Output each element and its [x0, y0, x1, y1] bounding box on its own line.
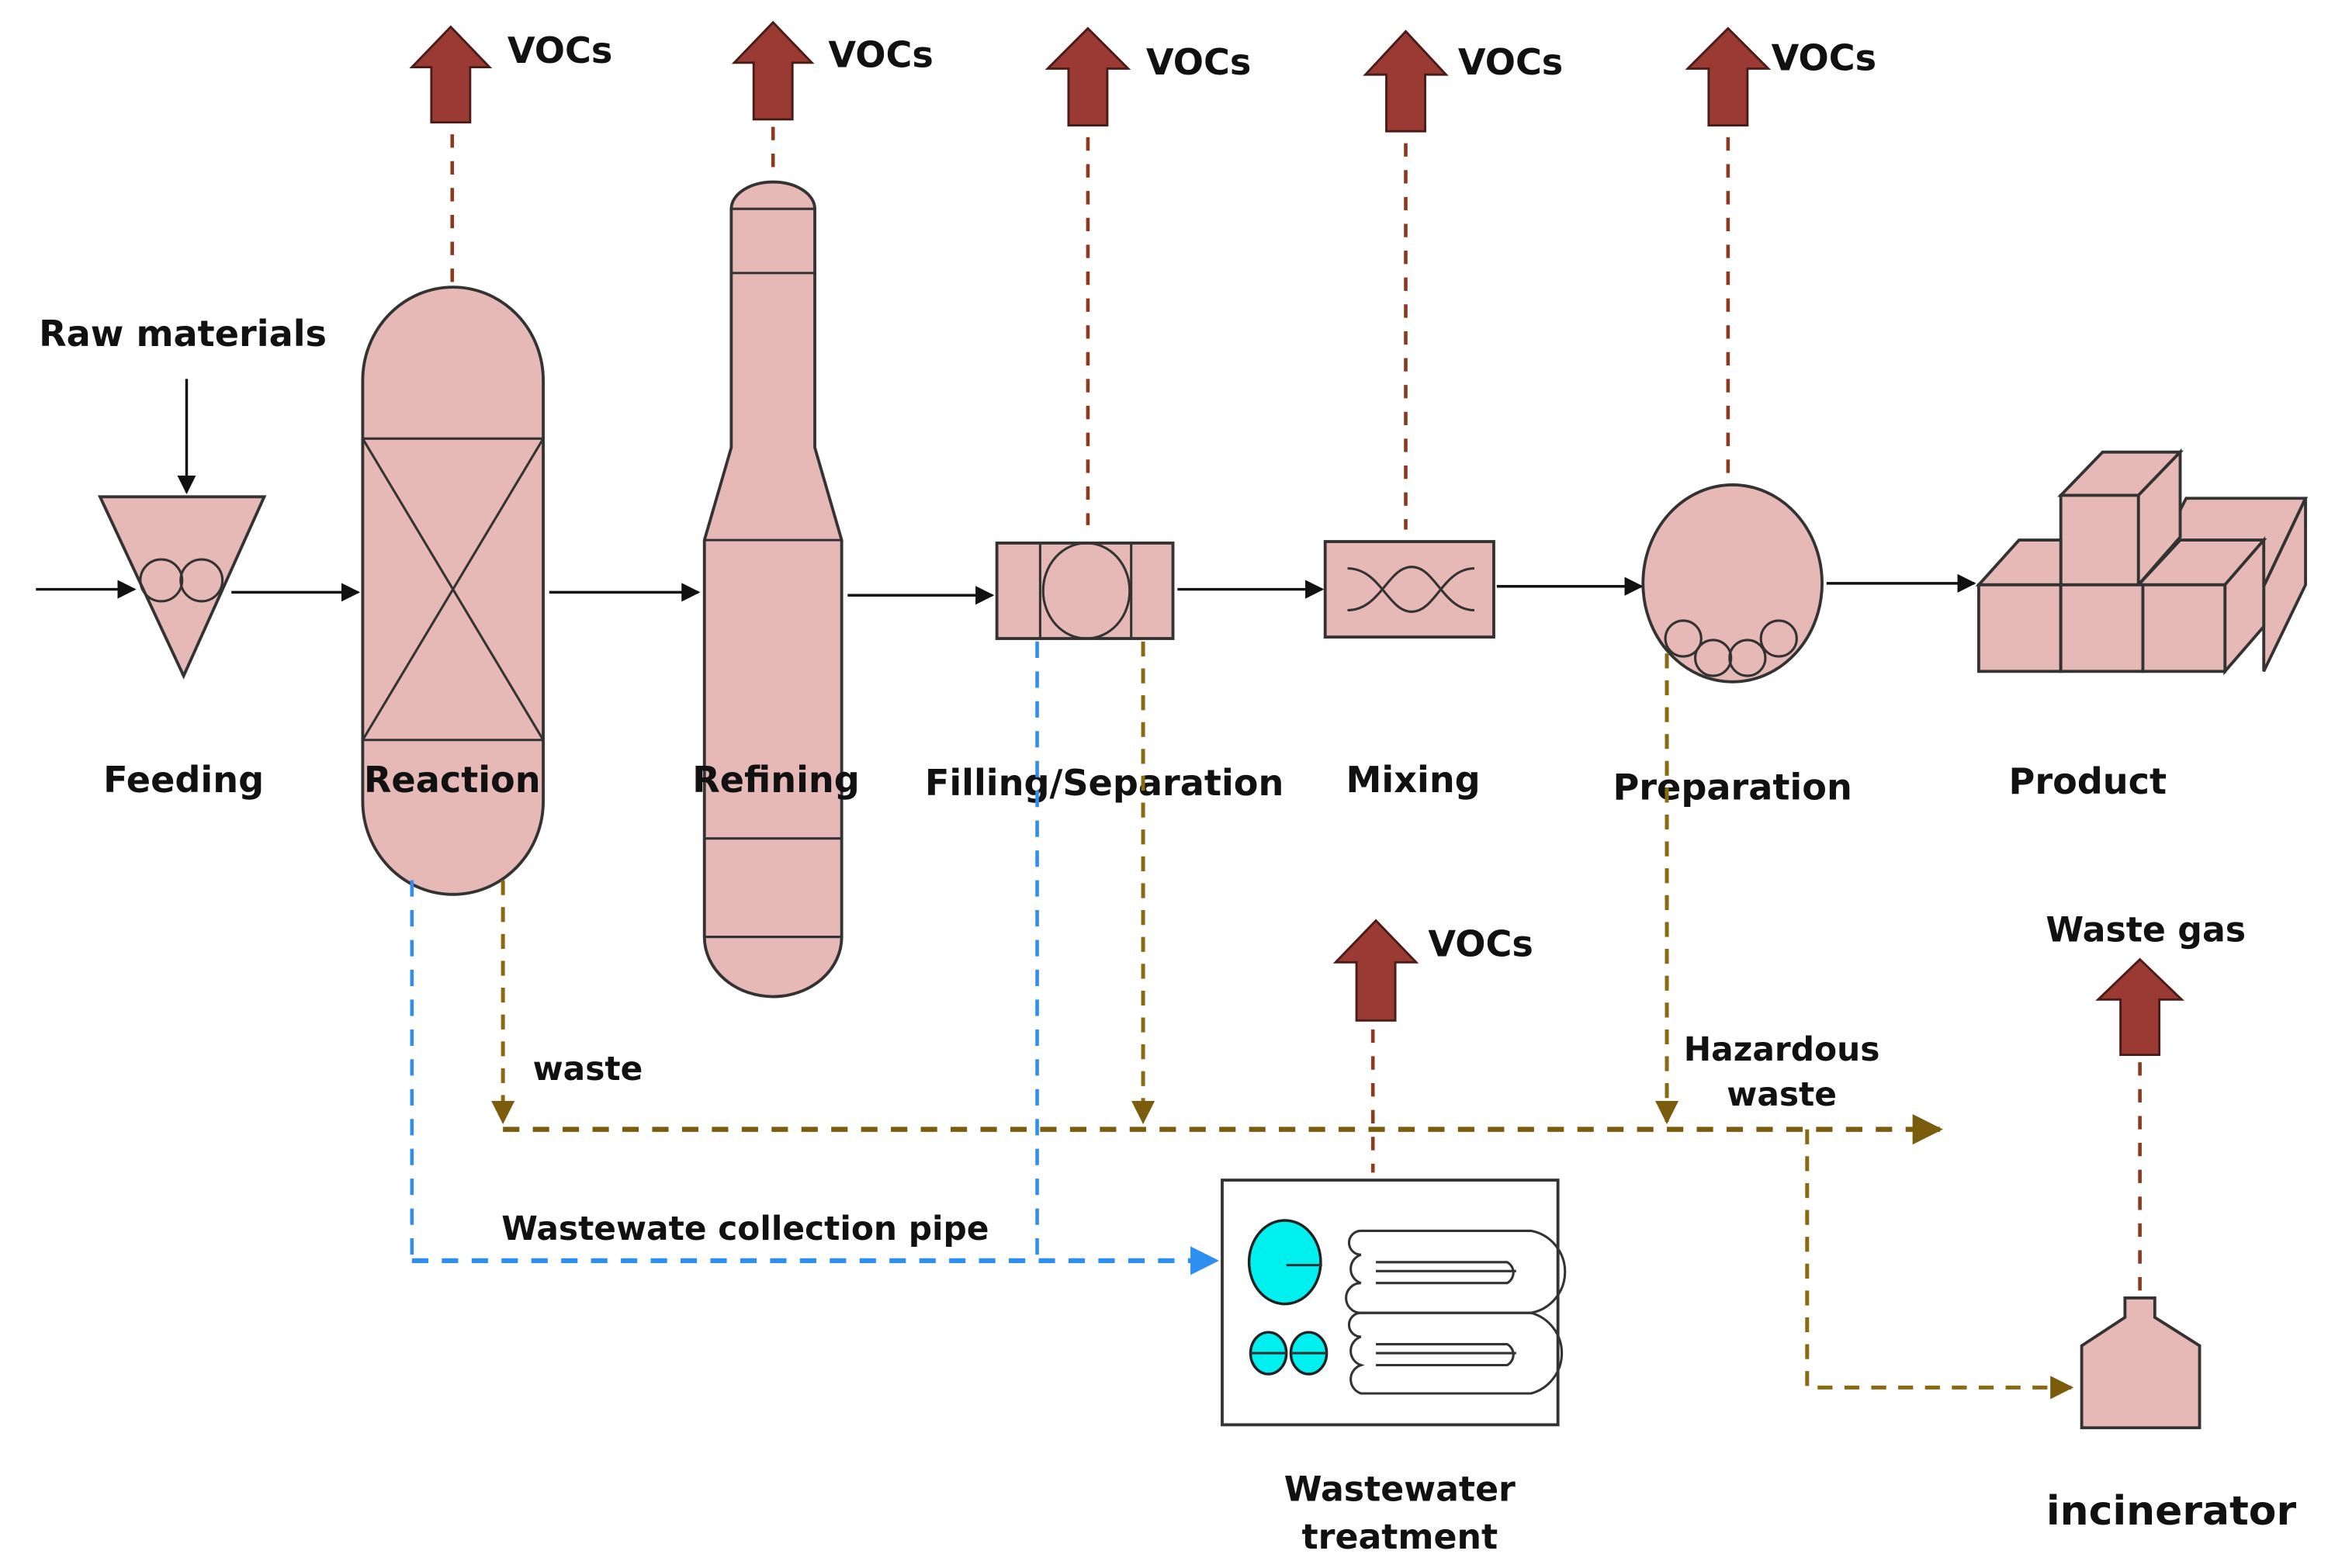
voc-label: VOCs: [1428, 923, 1533, 965]
wastewater-pipe-label: Wastewate collection pipe: [501, 1210, 989, 1248]
stage-label-filling-separation: Filling/Separation: [925, 762, 1284, 804]
stage-label-refining: Refining: [692, 759, 860, 801]
voc-emission-wastewater: VOCs: [1332, 919, 1533, 1173]
wastewater-treatment-unit: [1221, 1179, 1567, 1427]
waste-to-incinerator-line: [1805, 1129, 2074, 1400]
voc-emission-reaction: VOCs: [409, 25, 612, 284]
voc-label: VOCs: [508, 29, 612, 71]
voc-up-arrow-icon: [1332, 919, 1419, 1022]
voc-up-arrow-icon: [1685, 26, 1772, 126]
voc-emission-mixing: VOCs: [1363, 29, 1563, 530]
wastewater-treatment-label-line2: treatment: [1302, 1518, 1498, 1557]
waste-label: waste: [533, 1050, 643, 1088]
stage-label-product: Product: [2009, 760, 2167, 802]
preparation-vessel: [1641, 483, 1824, 684]
voc-up-arrow-icon: [409, 25, 493, 124]
incinerator: [2080, 1296, 2202, 1430]
hazardous-waste-label-line1: Hazardous: [1684, 1030, 1880, 1068]
hazardous-waste-label: Hazardous waste: [1684, 1030, 1880, 1113]
voc-emission-refining: VOCs: [731, 20, 934, 176]
waste-gas-label: Waste gas: [2046, 910, 2246, 950]
incinerator-label: incinerator: [2046, 1488, 2297, 1535]
voc-up-arrow-icon: [1363, 29, 1449, 133]
stage-label-mixing: Mixing: [1346, 759, 1481, 801]
filling-separation-unit: [995, 542, 1175, 640]
voc-label: VOCs: [1458, 41, 1563, 83]
refining-column: [702, 180, 844, 999]
raw-materials-label: Raw materials: [39, 313, 327, 355]
product-boxes: [1975, 448, 2309, 676]
voc-emission-preparation: VOCs: [1685, 26, 1876, 484]
voc-label: VOCs: [828, 34, 933, 76]
wastewater-treatment-label-line1: Wastewater: [1284, 1469, 1516, 1509]
stage-label-preparation: Preparation: [1613, 767, 1852, 808]
voc-label: VOCs: [1146, 41, 1251, 83]
voc-up-arrow-icon: [731, 20, 815, 121]
hazardous-waste-label-line2: waste: [1727, 1075, 1837, 1113]
voc-label: VOCs: [1772, 36, 1876, 78]
voc-emission-filling: VOCs: [1044, 26, 1251, 525]
voc-up-arrow-icon: [1044, 26, 1131, 126]
mixing-unit: [1323, 540, 1495, 639]
feeding-hopper: [97, 495, 267, 680]
wastewater-treatment-label: Wastewater treatment: [1284, 1469, 1516, 1557]
reaction-vessel: [361, 286, 545, 896]
stage-label-feeding: Feeding: [103, 759, 264, 801]
waste-gas-up-arrow-icon: [2095, 957, 2185, 1056]
stage-label-reaction: Reaction: [364, 759, 541, 801]
